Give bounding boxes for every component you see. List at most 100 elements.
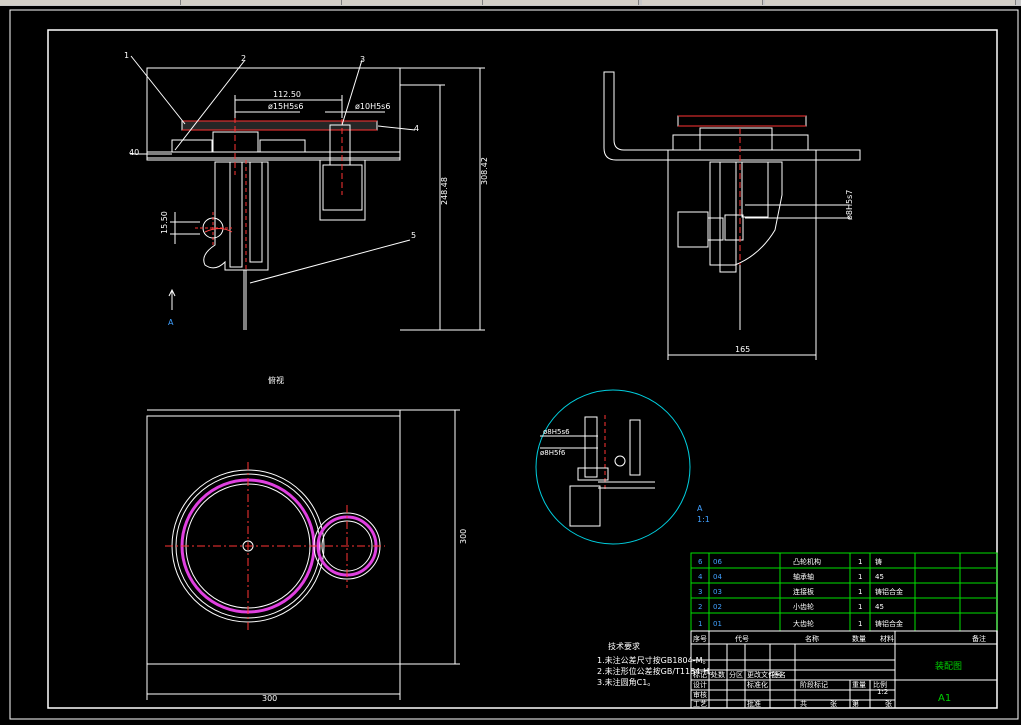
tb-cell: 工艺 <box>693 700 707 708</box>
part-label-4: 4 <box>414 124 419 133</box>
top-view <box>146 409 460 700</box>
bom-header-remark: 备注 <box>972 634 986 643</box>
tb-cell: 分区 <box>729 670 743 679</box>
bom-row-mat: 45 <box>875 603 884 611</box>
bom-row-no: 3 <box>698 588 702 596</box>
tb-cell: 张 <box>885 699 892 708</box>
toolbar-segment[interactable] <box>642 0 763 5</box>
inner-frame <box>47 29 998 709</box>
tb-cell: 第 <box>852 699 859 708</box>
toolbar-segment[interactable] <box>483 0 639 5</box>
bom-row-mat: 铸 <box>875 557 882 566</box>
bom-row-name: 连接板 <box>793 587 814 596</box>
bom-header-mat: 材料 <box>880 634 894 643</box>
tb-cell: 比例 <box>873 680 887 689</box>
dim-308-42: 308.42 <box>480 157 489 185</box>
bom-row-qty: 1 <box>858 603 862 611</box>
dim-15h5s6: ø15H5s6 <box>268 102 303 111</box>
scale-value: 1:2 <box>877 688 888 696</box>
bom-row-code: 03 <box>713 588 722 596</box>
tb-cell: 标记 <box>693 670 707 679</box>
bom-rows: 6 06 凸轮机构 1 铸 4 04 轴承轴 1 45 3 03 连接板 1 铸… <box>698 557 903 628</box>
top-view-labels: 300 300 <box>262 529 468 703</box>
part-label-2: 2 <box>241 54 246 63</box>
bom-row-no: 6 <box>698 558 703 566</box>
bom-header-name: 名称 <box>805 634 819 643</box>
tb-cell: 设计 <box>693 680 707 689</box>
bom-row-qty: 1 <box>858 620 862 628</box>
part-label-5: 5 <box>411 231 416 240</box>
bom-row-name: 大齿轮 <box>793 619 814 628</box>
dim-112-50: 112.50 <box>273 90 301 99</box>
tb-cell: 更改文件号 <box>747 670 782 679</box>
tb-cell: 共 <box>800 699 807 708</box>
bom-row-no: 1 <box>698 620 702 628</box>
tb-cell: 签名 <box>772 670 786 679</box>
bom-header-qty: 数量 <box>852 634 866 643</box>
bom-row-name: 凸轮机构 <box>793 557 821 566</box>
bom-row-mat: 45 <box>875 573 884 581</box>
notes-line-2: 2.未注形位公差按GB/T1184-H。 <box>597 666 717 676</box>
bom-row-mat: 铸铝合金 <box>875 619 903 628</box>
detail-view-labels: ø8H5s6 ø8H5f6 A 1:1 <box>540 428 710 524</box>
tb-cell: 阶段标记 <box>800 680 828 689</box>
tb-cell: 处数 <box>711 670 725 679</box>
tb-cell: 重量 <box>852 681 866 689</box>
bom-row-code: 06 <box>713 558 722 566</box>
bom-row-no: 4 <box>698 573 703 581</box>
notes-line-3: 3.未注圆角C1。 <box>597 677 655 687</box>
dim-8h5f6: ø8H5f6 <box>540 449 566 457</box>
bom-header-code: 代号 <box>735 634 749 643</box>
bom-table <box>690 552 998 632</box>
tb-cell: 批准 <box>747 699 761 708</box>
bom-row-code: 01 <box>713 620 722 628</box>
dim-8h5s6: ø8H5s6 <box>543 428 570 436</box>
view-label: 俯视 <box>268 375 284 385</box>
bom-row-mat: 铸铝合金 <box>875 587 903 596</box>
bom-row-code: 04 <box>713 573 722 581</box>
dim-165: 165 <box>735 345 750 354</box>
bom-row-code: 02 <box>713 603 722 611</box>
drawing-name: 装配图 <box>935 660 962 672</box>
dim-248-48: 248.48 <box>440 177 449 205</box>
toolbar-segment[interactable] <box>181 0 342 5</box>
bom-row-qty: 1 <box>858 573 862 581</box>
detail-label: A <box>697 504 703 513</box>
dim-300-horizontal: 300 <box>262 694 277 703</box>
side-view <box>603 71 861 360</box>
title-block <box>690 630 998 709</box>
dim-10h5s6: ø10H5s6 <box>355 102 390 111</box>
part-label-40: 40 <box>129 148 139 157</box>
tb-cell: 标准化 <box>747 680 768 689</box>
bom-header-no: 序号 <box>693 634 707 643</box>
technical-notes: 技术要求 1.未注公差尺寸按GB1804-M。 2.未注形位公差按GB/T118… <box>597 641 717 687</box>
toolbar-segment[interactable] <box>0 0 181 5</box>
window-toolbar <box>0 0 1021 6</box>
bom-row-name: 小齿轮 <box>793 602 814 611</box>
view-a-marker: A <box>168 318 174 327</box>
toolbar-segment[interactable] <box>765 0 1016 5</box>
outer-frame <box>9 9 1019 720</box>
tb-cell: 审核 <box>693 690 707 699</box>
notes-line-1: 1.未注公差尺寸按GB1804-M。 <box>597 655 710 665</box>
bom-row-no: 2 <box>698 603 702 611</box>
dim-8h5s7: ø8H5s7 <box>845 190 854 220</box>
toolbar-segment[interactable] <box>342 0 483 5</box>
detail-view-a <box>535 389 691 545</box>
cad-drawing-canvas[interactable]: 1 2 3 4 5 40 112.50 ø15H5s6 ø10H5s6 308.… <box>0 6 1021 725</box>
front-view-labels: 1 2 3 4 5 40 112.50 ø15H5s6 ø10H5s6 308.… <box>124 51 489 385</box>
dim-300-vertical: 300 <box>459 529 468 544</box>
tb-cell: 张 <box>830 699 837 708</box>
bom-row-qty: 1 <box>858 558 862 566</box>
notes-title: 技术要求 <box>608 641 640 651</box>
bom-row-name: 轴承轴 <box>793 572 814 581</box>
detail-scale: 1:1 <box>697 515 710 524</box>
side-view-labels: 165 ø8H5s7 <box>735 190 854 354</box>
dim-15-50: 15.50 <box>160 211 169 234</box>
part-label-1: 1 <box>124 51 129 60</box>
front-view <box>130 55 485 331</box>
sheet-size: A1 <box>938 693 951 704</box>
title-block-labels: 序号 代号 名称 数量 材料 备注 装配图 A1 1:2 标记 处数 分区 更改… <box>693 634 986 708</box>
bom-row-qty: 1 <box>858 588 862 596</box>
part-label-3: 3 <box>360 55 365 64</box>
